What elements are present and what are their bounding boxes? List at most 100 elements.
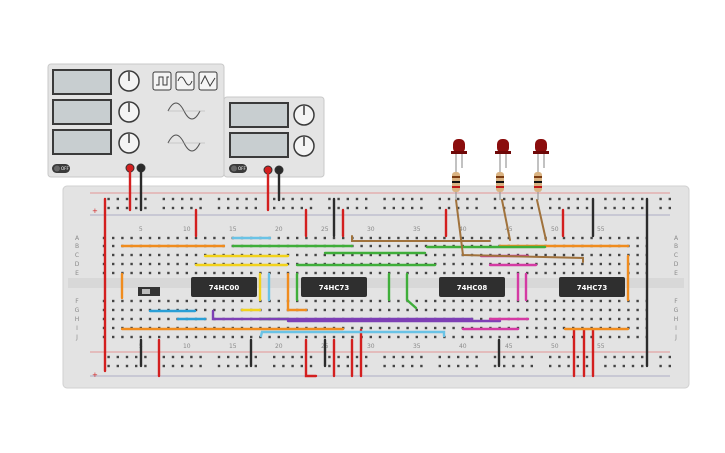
breadboard-hole[interactable] (415, 244, 418, 248)
breadboard-hole[interactable] (360, 271, 363, 275)
breadboard-hole[interactable] (599, 271, 602, 275)
breadboard-hole[interactable] (498, 308, 501, 312)
breadboard-hole[interactable] (162, 197, 165, 201)
breadboard-hole[interactable] (562, 326, 566, 330)
breadboard-hole[interactable] (217, 206, 221, 210)
breadboard-hole[interactable] (627, 317, 630, 321)
breadboard-hole[interactable] (194, 335, 198, 339)
breadboard-hole[interactable] (254, 355, 257, 359)
breadboard-hole[interactable] (420, 206, 423, 210)
breadboard-hole[interactable] (622, 197, 625, 201)
breadboard-hole[interactable] (516, 308, 520, 312)
breadboard-hole[interactable] (544, 308, 547, 312)
breadboard-hole[interactable] (323, 308, 326, 312)
breadboard-hole[interactable] (190, 355, 193, 359)
breadboard-hole[interactable] (204, 299, 207, 303)
breadboard-hole[interactable] (378, 299, 382, 303)
breadboard-hole[interactable] (144, 197, 147, 201)
breadboard-hole[interactable] (498, 236, 501, 240)
breadboard-hole[interactable] (599, 236, 602, 240)
breadboard-hole[interactable] (309, 206, 313, 210)
breadboard-hole[interactable] (130, 253, 133, 257)
breadboard-hole[interactable] (475, 206, 478, 210)
breadboard-hole[interactable] (498, 271, 501, 275)
breadboard-hole[interactable] (250, 299, 253, 303)
breadboard-hole[interactable] (507, 299, 510, 303)
breadboard-hole[interactable] (227, 355, 230, 359)
chip-74hc73-a[interactable]: 74HC73 (301, 277, 367, 297)
breadboard-hole[interactable] (641, 355, 644, 359)
breadboard-hole[interactable] (443, 308, 446, 312)
breadboard-hole[interactable] (604, 355, 607, 359)
breadboard-hole[interactable] (296, 335, 299, 339)
breadboard-hole[interactable] (107, 206, 110, 210)
breadboard-hole[interactable] (277, 271, 280, 275)
breadboard-hole[interactable] (424, 326, 428, 330)
breadboard-hole[interactable] (305, 236, 308, 240)
breadboard-hole[interactable] (277, 308, 280, 312)
breadboard-hole[interactable] (424, 236, 428, 240)
breadboard-hole[interactable] (480, 262, 483, 266)
breadboard-hole[interactable] (443, 236, 446, 240)
breadboard-hole[interactable] (378, 326, 382, 330)
breadboard-hole[interactable] (176, 271, 179, 275)
breadboard-hole[interactable] (314, 299, 317, 303)
breadboard-hole[interactable] (622, 206, 625, 210)
breadboard-hole[interactable] (604, 197, 607, 201)
breadboard-hole[interactable] (447, 355, 451, 359)
breadboard-hole[interactable] (452, 236, 455, 240)
breadboard-hole[interactable] (194, 236, 198, 240)
function-generator[interactable]: OFF (47, 63, 225, 178)
breadboard-hole[interactable] (236, 206, 239, 210)
breadboard-hole[interactable] (581, 262, 584, 266)
breadboard-hole[interactable] (526, 335, 529, 339)
breadboard-hole[interactable] (360, 326, 363, 330)
breadboard-hole[interactable] (521, 206, 524, 210)
breadboard-hole[interactable] (204, 271, 207, 275)
breadboard-hole[interactable] (443, 326, 446, 330)
breadboard-hole[interactable] (282, 355, 285, 359)
breadboard-hole[interactable] (470, 308, 474, 312)
breadboard-hole[interactable] (171, 355, 175, 359)
breadboard-hole[interactable] (167, 262, 170, 266)
breadboard-hole[interactable] (668, 364, 671, 368)
breadboard-hole[interactable] (438, 355, 441, 359)
breadboard-hole[interactable] (544, 253, 547, 257)
breadboard-hole[interactable] (346, 355, 349, 359)
breadboard-hole[interactable] (300, 364, 303, 368)
breadboard-hole[interactable] (604, 206, 607, 210)
breadboard-hole[interactable] (213, 271, 216, 275)
breadboard-hole[interactable] (434, 236, 437, 240)
breadboard-hole[interactable] (167, 299, 170, 303)
breadboard-hole[interactable] (636, 326, 639, 330)
wire-brown-2[interactable] (455, 199, 584, 263)
breadboard-hole[interactable] (438, 364, 441, 368)
breadboard-hole[interactable] (489, 308, 492, 312)
breadboard-hole[interactable] (613, 355, 616, 359)
breadboard-hole[interactable] (130, 262, 133, 266)
breadboard-hole[interactable] (659, 364, 662, 368)
breadboard-hole[interactable] (411, 197, 414, 201)
breadboard-hole[interactable] (392, 355, 395, 359)
breadboard-hole[interactable] (332, 236, 336, 240)
breadboard-hole[interactable] (176, 299, 179, 303)
breadboard-hole[interactable] (273, 197, 276, 201)
breadboard-hole[interactable] (337, 197, 340, 201)
breadboard-hole[interactable] (158, 299, 161, 303)
breadboard-hole[interactable] (572, 299, 575, 303)
breadboard-hole[interactable] (369, 335, 372, 339)
breadboard-hole[interactable] (360, 253, 363, 257)
wire-brown-3[interactable] (501, 199, 511, 241)
breadboard-hole[interactable] (636, 299, 639, 303)
breadboard-hole[interactable] (112, 308, 115, 312)
breadboard-hole[interactable] (452, 262, 455, 266)
breadboard-hole[interactable] (470, 271, 474, 275)
breadboard-hole[interactable] (181, 364, 184, 368)
breadboard-hole[interactable] (222, 236, 225, 240)
breadboard-hole[interactable] (489, 271, 492, 275)
breadboard-hole[interactable] (185, 271, 188, 275)
breadboard-hole[interactable] (521, 355, 524, 359)
breadboard-hole[interactable] (158, 317, 161, 321)
breadboard-hole[interactable] (268, 308, 271, 312)
breadboard-hole[interactable] (512, 206, 515, 210)
